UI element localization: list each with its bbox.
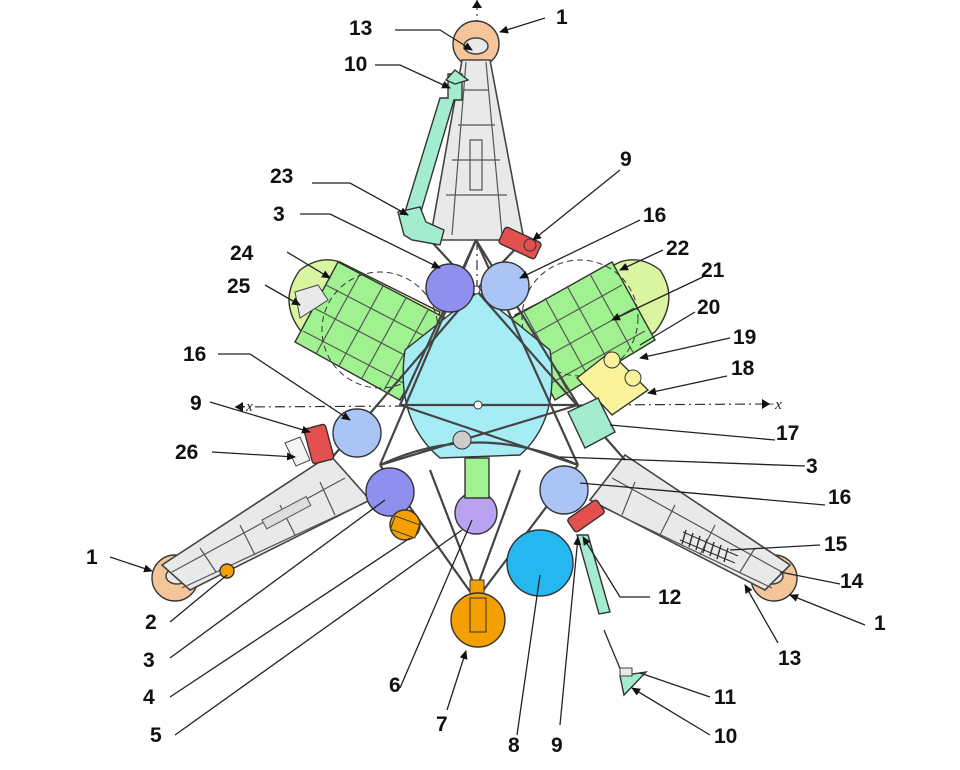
callout-18: 18 <box>731 357 755 380</box>
callout-22: 22 <box>666 237 689 260</box>
orange-unit-left <box>389 509 421 541</box>
axis-label-minus-x: −x <box>765 397 782 413</box>
tank-lower-right <box>539 465 589 515</box>
callout-24: 24 <box>230 242 254 265</box>
callout-9-bottom: 9 <box>551 734 563 757</box>
callout-10-top: 10 <box>344 53 367 76</box>
instrument-red-left <box>303 423 335 465</box>
small-orange-unit <box>219 563 235 579</box>
callout-20: 20 <box>697 296 720 319</box>
callout-19: 19 <box>733 326 756 349</box>
callout-14: 14 <box>840 570 864 593</box>
truss-leg-right <box>588 453 792 591</box>
callout-25: 25 <box>227 275 251 298</box>
instrument-red-upper <box>498 226 542 260</box>
tank-left <box>332 408 382 458</box>
probe-arm <box>576 534 611 615</box>
callout-8: 8 <box>508 734 520 757</box>
spring-coil <box>679 529 739 564</box>
callout-3-right: 3 <box>806 455 818 478</box>
callout-1-top: 1 <box>556 6 568 29</box>
instrument-arm-top <box>397 69 470 246</box>
callout-9-left: 9 <box>190 392 202 415</box>
tank-lower-left <box>365 467 415 517</box>
callout-23: 23 <box>270 165 293 188</box>
solar-panel-left <box>288 259 446 401</box>
callout-16-left: 16 <box>183 343 206 366</box>
bottom-orange-unit <box>450 579 506 648</box>
truss-leg-top <box>429 59 525 241</box>
callout-17: 17 <box>776 422 799 445</box>
device-green-right <box>567 397 616 449</box>
tank-upper-right <box>480 261 530 311</box>
green-box-center <box>464 457 490 499</box>
callout-13-right: 13 <box>778 647 801 670</box>
detached-probe <box>603 629 648 697</box>
callout-3-lower-left: 3 <box>143 649 155 672</box>
callout-10-bottom: 10 <box>714 725 737 748</box>
callout-9-upper-right: 9 <box>620 148 632 171</box>
callout-7: 7 <box>436 713 448 736</box>
callout-12: 12 <box>658 586 681 609</box>
truss-leg-left <box>160 453 372 591</box>
callout-21: 21 <box>701 259 725 282</box>
instrument-red-lower <box>567 499 605 533</box>
callout-4: 4 <box>143 686 155 709</box>
callout-1-left: 1 <box>86 546 98 569</box>
callout-labels: 13 1 10 23 3 24 25 16 9 26 9 16 22 21 20… <box>86 6 886 757</box>
callout-13-top: 13 <box>349 17 372 40</box>
callout-16-upper-right: 16 <box>643 204 666 227</box>
leader-lines <box>109 17 866 736</box>
callout-6: 6 <box>389 674 401 697</box>
callout-26: 26 <box>175 441 198 464</box>
callout-2: 2 <box>145 611 157 634</box>
callout-5: 5 <box>150 724 162 747</box>
callout-11: 11 <box>714 686 737 709</box>
callout-15: 15 <box>824 533 848 556</box>
callout-16-right: 16 <box>828 486 851 509</box>
callout-3-upper: 3 <box>273 203 285 226</box>
callout-1-right: 1 <box>874 612 886 635</box>
tank-upper-left <box>425 263 475 313</box>
blue-sphere <box>506 529 574 597</box>
